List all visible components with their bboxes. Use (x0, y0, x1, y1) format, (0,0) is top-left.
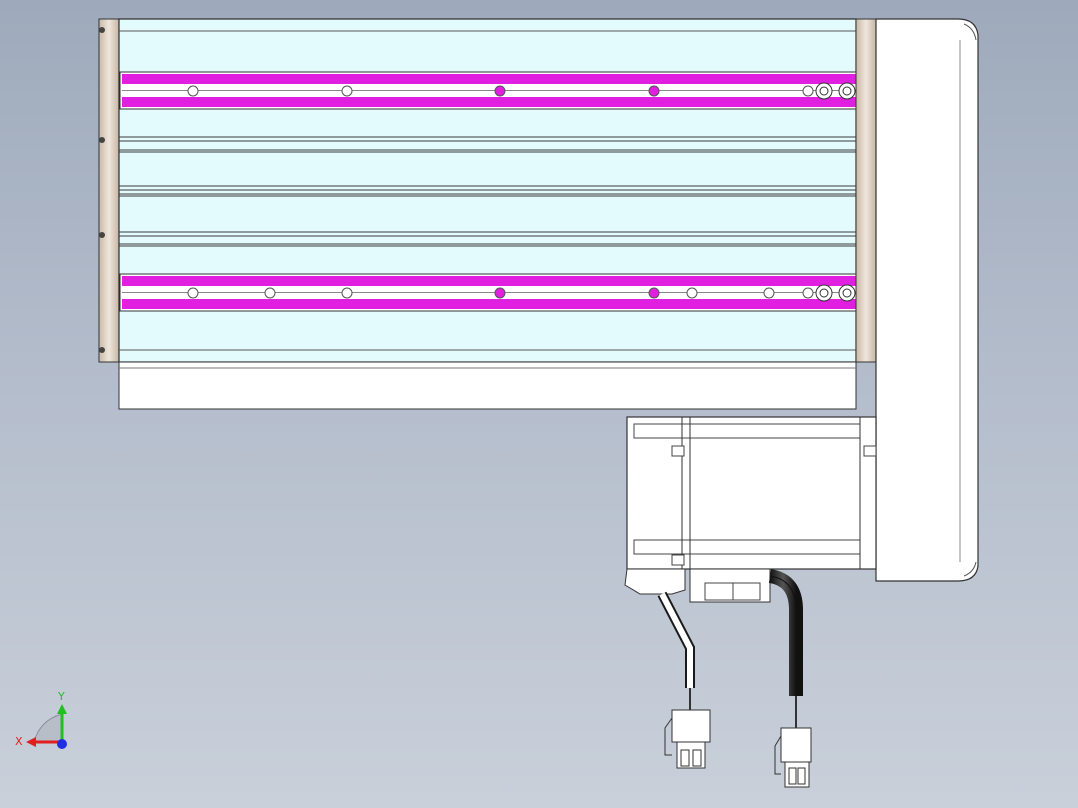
end-cap-screw (99, 137, 105, 143)
upper-slot-strip (119, 71, 859, 110)
end-cap-screw (99, 232, 105, 238)
lower-mounting-holes (187, 284, 856, 302)
x-axis-arrowhead (26, 737, 36, 747)
end-cap-screw (99, 27, 105, 33)
profile-grooves (119, 136, 856, 247)
y-axis-arrowhead (57, 704, 67, 714)
linear-actuator-body[interactable] (98, 18, 877, 410)
servo-motor[interactable] (624, 416, 877, 603)
triad-plane-icon (33, 713, 63, 743)
power-cable[interactable] (768, 569, 812, 788)
z-axis-dot (57, 739, 67, 749)
end-cap-screw (99, 347, 105, 353)
upper-mounting-holes (187, 82, 856, 100)
encoder-plug (671, 709, 711, 743)
y-axis-label: Y (57, 690, 65, 703)
bottom-cover-plate (118, 361, 857, 410)
encoder-cable[interactable] (657, 591, 711, 769)
motor-foldback-housing[interactable] (875, 18, 979, 582)
axis-triad[interactable]: Y X (15, 690, 67, 749)
left-end-cap (98, 18, 120, 363)
power-plug (780, 727, 812, 763)
lower-slot-strip (119, 273, 859, 312)
x-axis-label: X (15, 735, 23, 748)
right-end-block (855, 18, 877, 363)
